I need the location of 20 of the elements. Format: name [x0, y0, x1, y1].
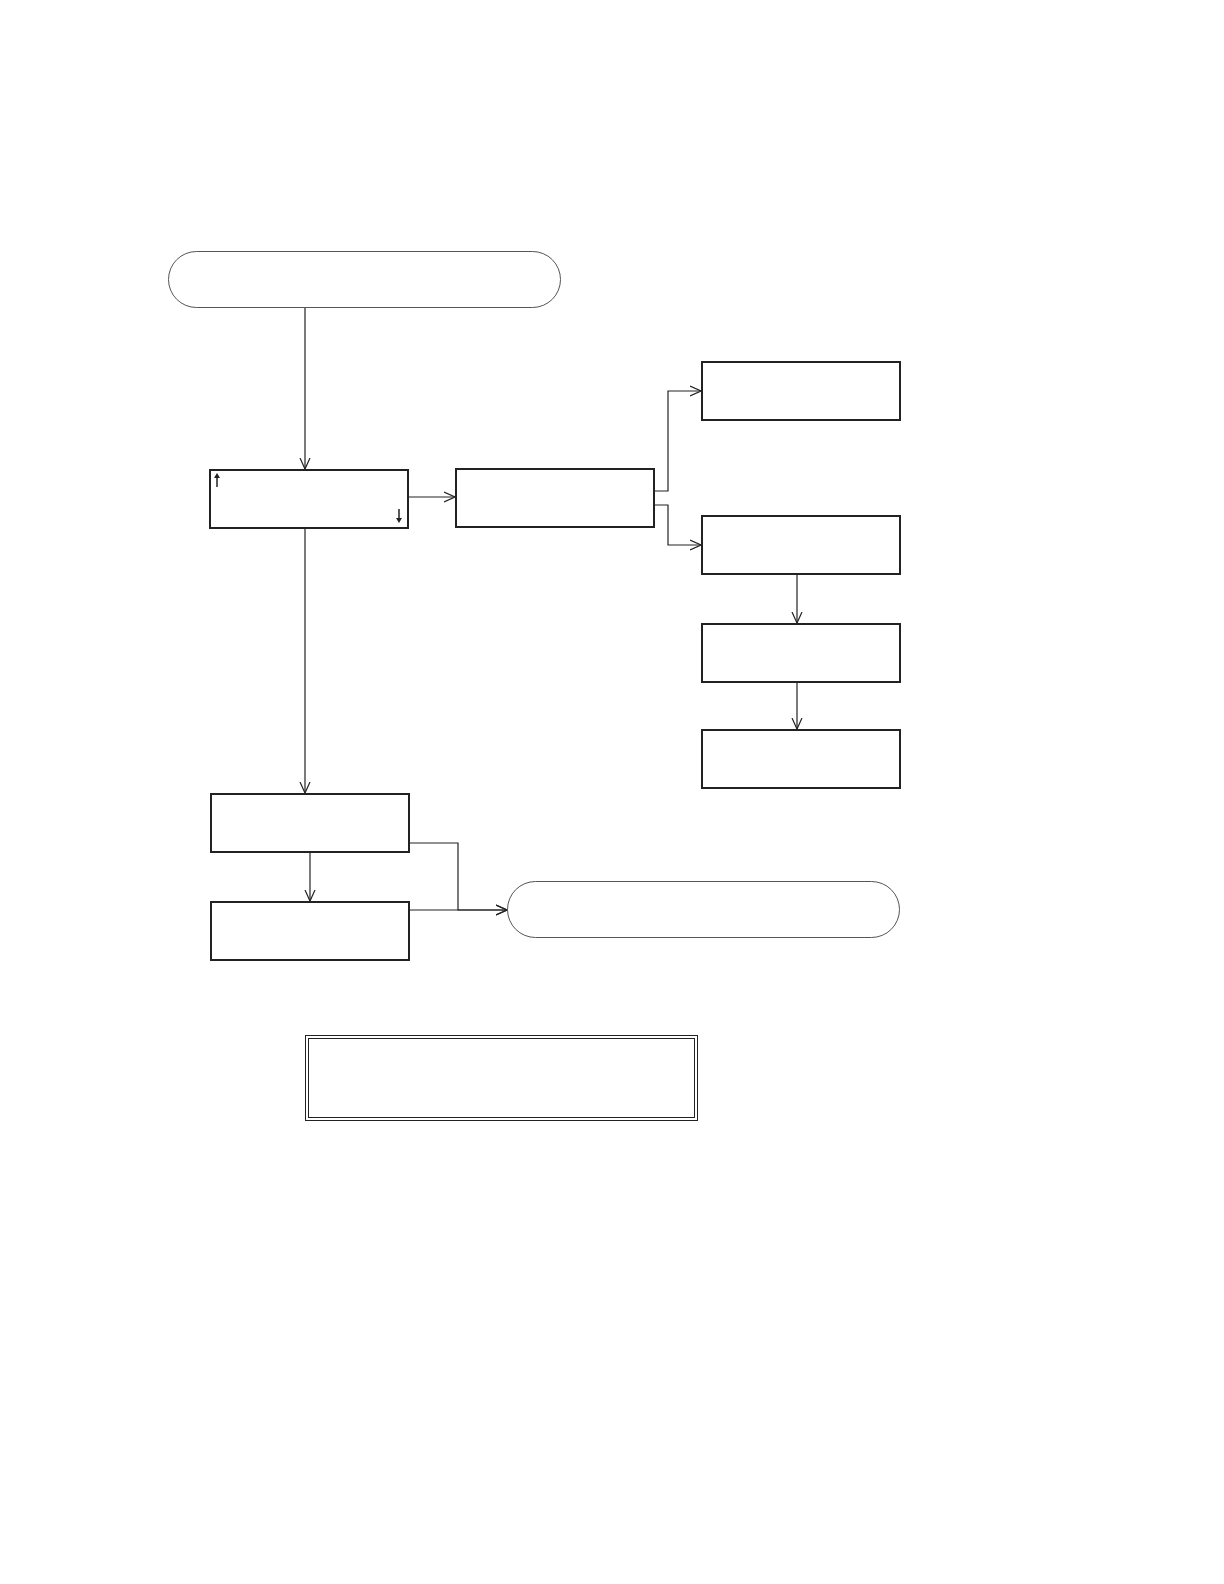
arrow: [791, 574, 803, 624]
arrow: [654, 504, 702, 551]
process-box: [701, 515, 901, 575]
process-box: [455, 468, 655, 528]
process-box: [210, 793, 410, 853]
arrow: [408, 491, 456, 503]
process-box: [210, 901, 410, 961]
arrow: [409, 904, 508, 916]
process-box: [701, 623, 901, 683]
arrow: [791, 682, 803, 730]
terminal-pill: [507, 881, 900, 938]
terminal-pill: [168, 251, 561, 308]
process-box: [701, 729, 901, 789]
arrow: [654, 385, 702, 492]
process-box: [305, 1035, 698, 1121]
arrow: [299, 307, 311, 470]
arrow: [304, 852, 316, 902]
process-box: [209, 469, 409, 529]
arrow: [299, 528, 311, 794]
process-box: [701, 361, 901, 421]
